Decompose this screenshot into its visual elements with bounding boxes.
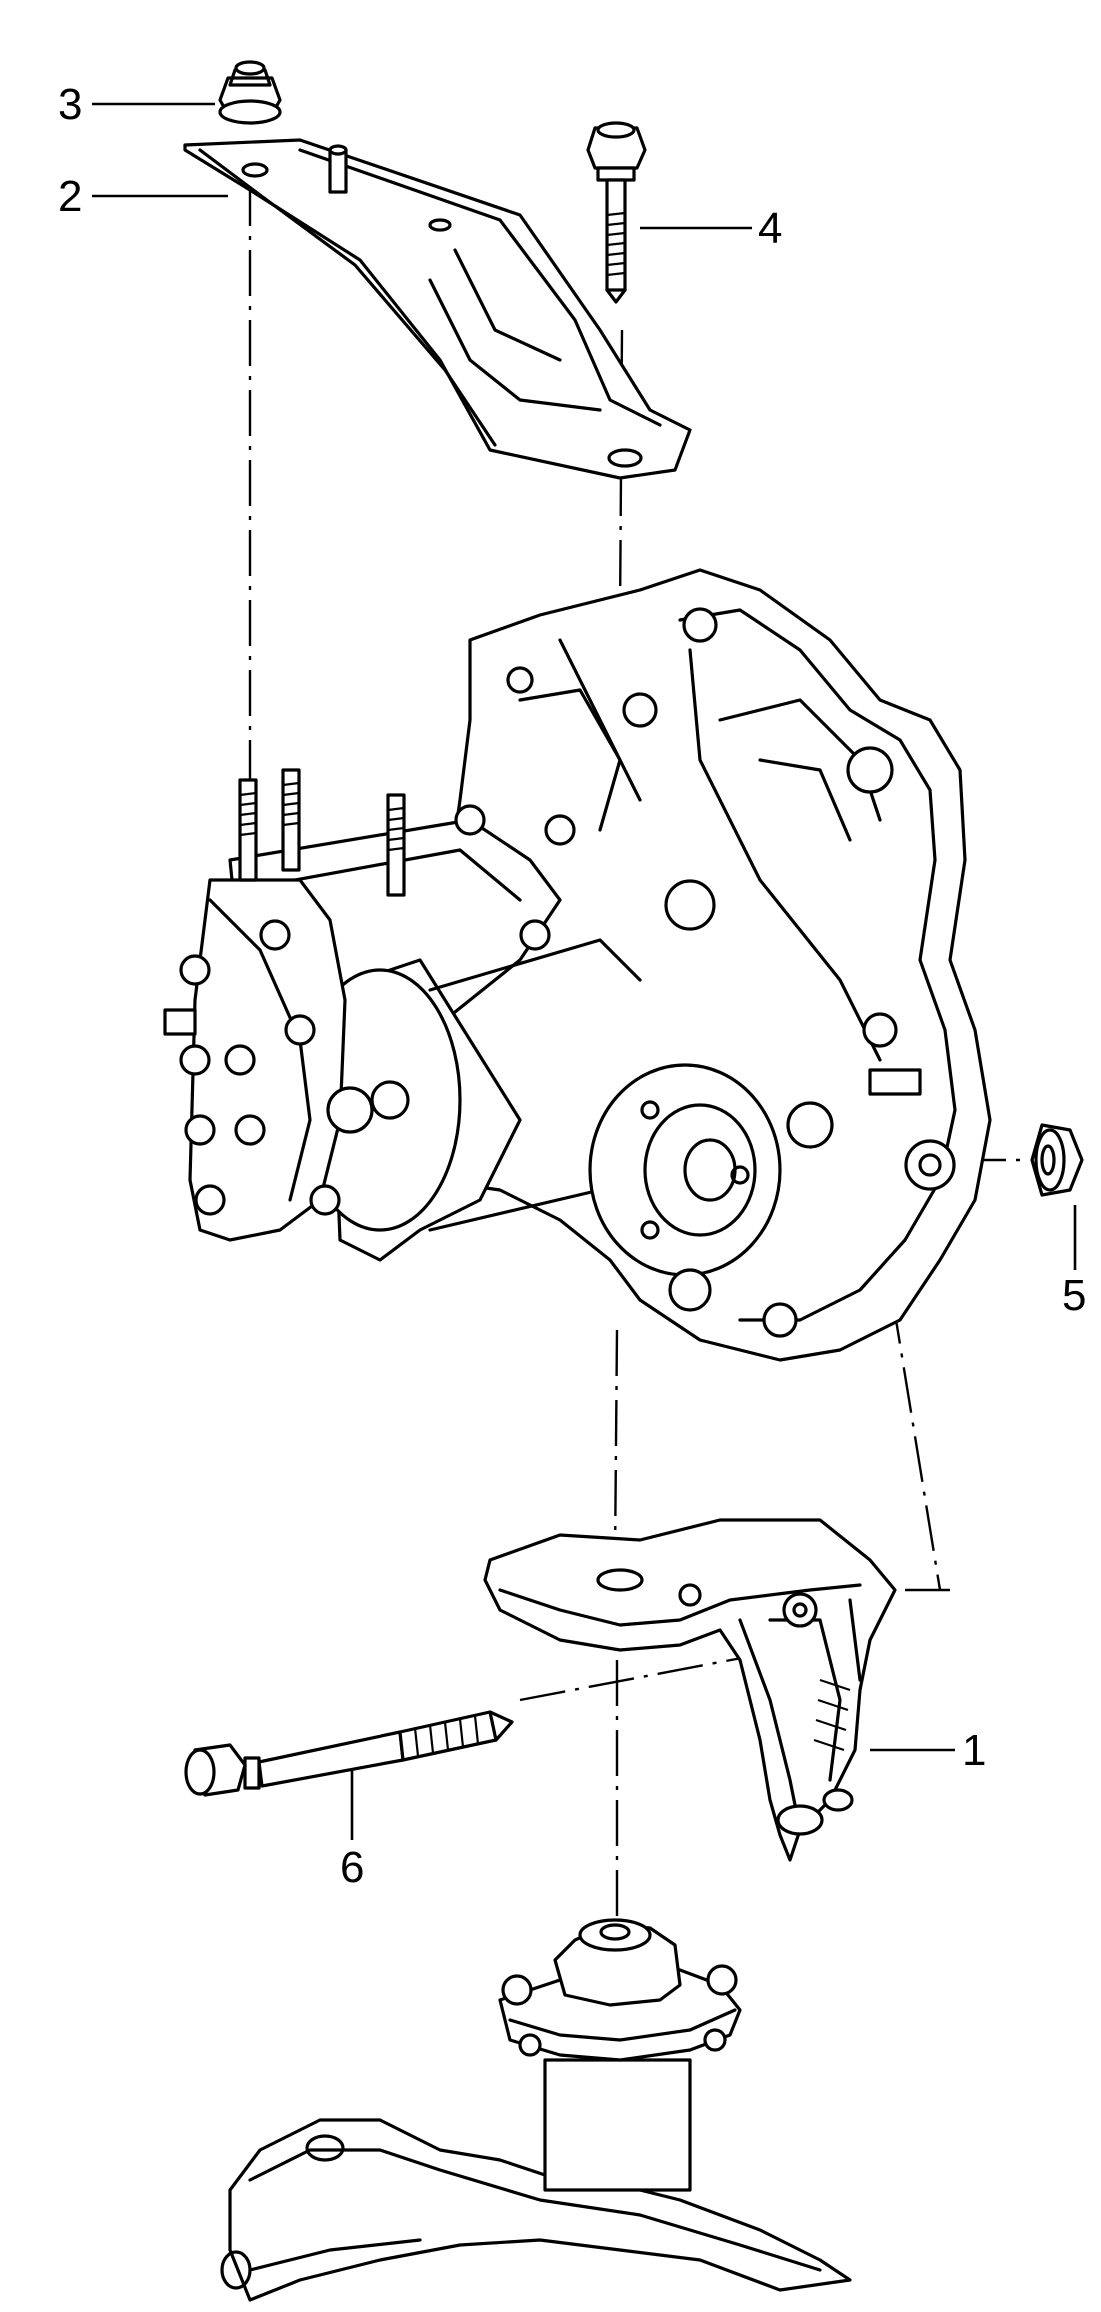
callout-labels: 3 2 4 5 1 6 [58,80,1086,1892]
callout-label-5: 5 [1062,1271,1086,1320]
long-bolt-part-6 [184,1710,514,1797]
callout-label-2: 2 [58,172,82,221]
hex-bolt-part-4 [586,121,647,304]
casing-studs [238,768,406,897]
callout-label-3: 3 [58,80,82,129]
mount-bracket-part-1 [483,1518,897,1862]
support-bracket-part-2 [183,138,692,480]
flange-nut-part-3 [218,60,282,125]
gearbox-housing [163,568,992,1362]
callout-label-1: 1 [962,1726,986,1775]
callout-label-4: 4 [758,204,782,253]
leader-lines [92,102,1077,1840]
callout-label-6: 6 [340,1843,364,1892]
engine-mount-and-subframe [220,1918,852,2302]
nut-part-5 [1030,1123,1084,1197]
